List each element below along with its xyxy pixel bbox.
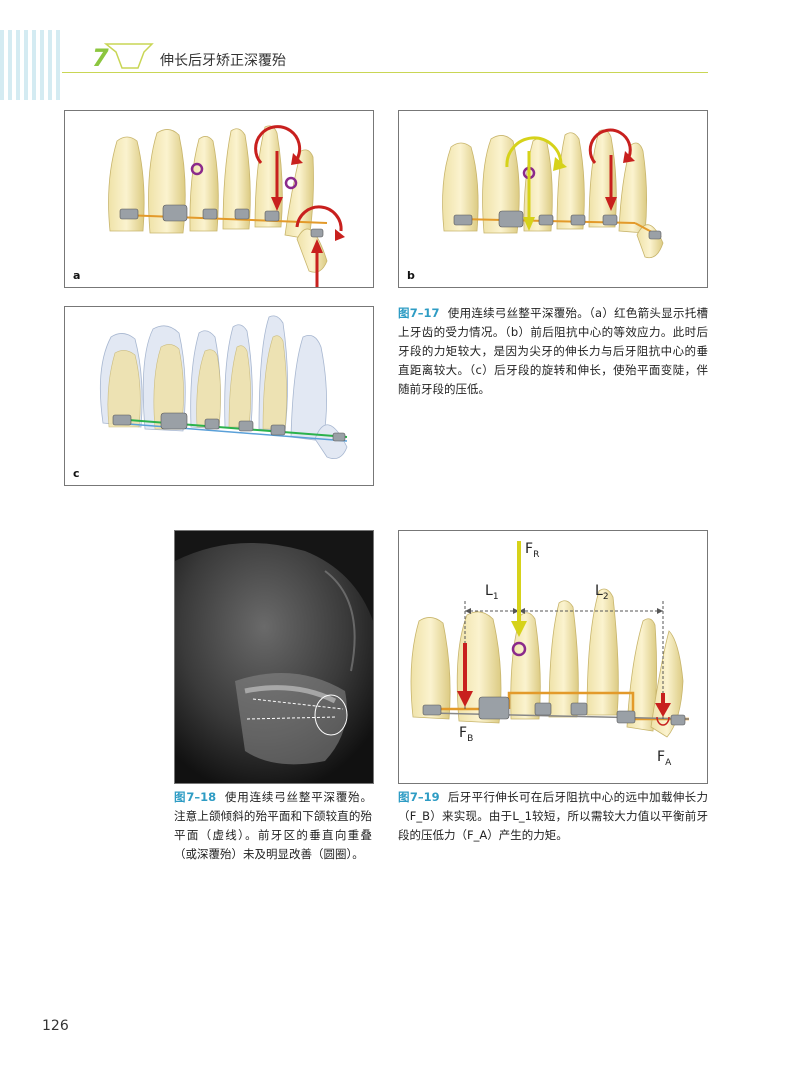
page-number: 126	[42, 1018, 69, 1034]
panel-label-c: c	[73, 467, 80, 480]
figure-7-19-number: 图7–19	[398, 790, 440, 804]
chapter-number: 7	[92, 44, 109, 72]
label-fr: FR	[525, 541, 540, 560]
header-rule	[62, 72, 708, 73]
panel-label-a: a	[73, 269, 81, 282]
cephalometric-xray-image	[175, 531, 373, 783]
teeth-illustration-b	[442, 128, 664, 259]
figure-7-17-text: 使用连续弓丝整平深覆殆。（a）红色箭头显示托槽上牙齿的受力情况。（b）前后阻抗中…	[398, 306, 708, 396]
chapter-tab-icon	[104, 43, 154, 69]
figure-7-18-number: 图7–18	[174, 790, 217, 804]
figure-7-19-text: 后牙平行伸长可在后牙阻抗中心的远中加载伸长力（F_B）来实现。由于L_1较短，所…	[398, 790, 708, 842]
figure-7-18-text: 使用连续弓丝整平深覆殆。注意上颌倾斜的殆平面和下颌较直的殆平面（虚线）。前牙区的…	[174, 790, 373, 861]
force-diagram-illustration	[410, 541, 690, 738]
chapter-title: 伸长后牙矫正深覆殆	[160, 53, 286, 69]
figure-7-19: FR L1 L2 FB FA	[398, 530, 708, 784]
figure-7-17a: a	[64, 110, 374, 288]
label-l1: L1	[485, 583, 499, 602]
label-fa: FA	[657, 749, 672, 768]
figure-7-17-number: 图7–17	[398, 306, 440, 320]
figure-7-17b: b	[398, 110, 708, 288]
teeth-illustration-a	[108, 125, 345, 287]
label-l2: L2	[595, 583, 609, 602]
teeth-illustration-c	[99, 315, 348, 460]
figure-7-18-xray	[174, 530, 374, 784]
label-fb: FB	[459, 725, 474, 744]
panel-label-b: b	[407, 269, 415, 282]
header-decoration	[0, 30, 62, 100]
figure-7-17c: c	[64, 306, 374, 486]
